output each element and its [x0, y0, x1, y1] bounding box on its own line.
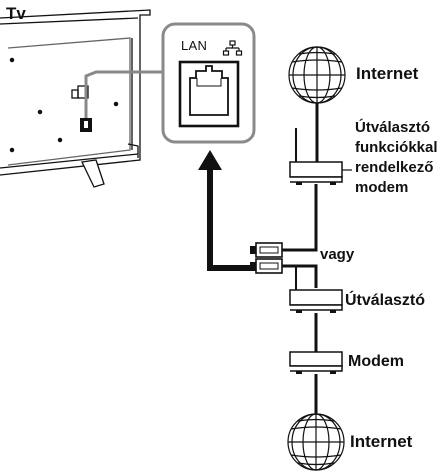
- upper-branch-cable: [282, 184, 318, 252]
- globe-icon: [288, 46, 346, 104]
- router-device: [289, 266, 343, 313]
- arrow-head: [198, 150, 222, 170]
- router-combo-line: Útválasztó: [355, 119, 431, 136]
- router-combo-line: funkciókkal: [355, 139, 438, 156]
- tv-back-panel: [0, 9, 151, 188]
- globe-icon: [287, 413, 345, 471]
- alternative-label: vagy: [320, 246, 355, 263]
- lan-zoom-panel: [161, 22, 256, 144]
- modem-device: [289, 351, 343, 374]
- callout-line: [84, 70, 164, 118]
- tv-label: Tv: [6, 4, 26, 23]
- router-combo-line: rendelkező: [355, 159, 434, 176]
- network-icon: [222, 40, 243, 56]
- internet-bottom-label: Internet: [350, 432, 413, 451]
- internet-top-label: Internet: [356, 64, 419, 83]
- tv-lan-cable: [207, 168, 262, 271]
- router-label: Útválasztó: [345, 292, 426, 309]
- tv-lan-port: [80, 118, 92, 132]
- ethernet-socket: [178, 60, 240, 128]
- router-combo-label: Útválasztó funkciókkal rendelkező modem: [355, 118, 438, 198]
- lan-port-label: LAN: [181, 38, 208, 53]
- cable-connector-upper: [250, 242, 283, 258]
- router-combo-line: modem: [355, 179, 409, 196]
- modem-label: Modem: [348, 353, 404, 370]
- lower-branch-cable: [282, 264, 318, 288]
